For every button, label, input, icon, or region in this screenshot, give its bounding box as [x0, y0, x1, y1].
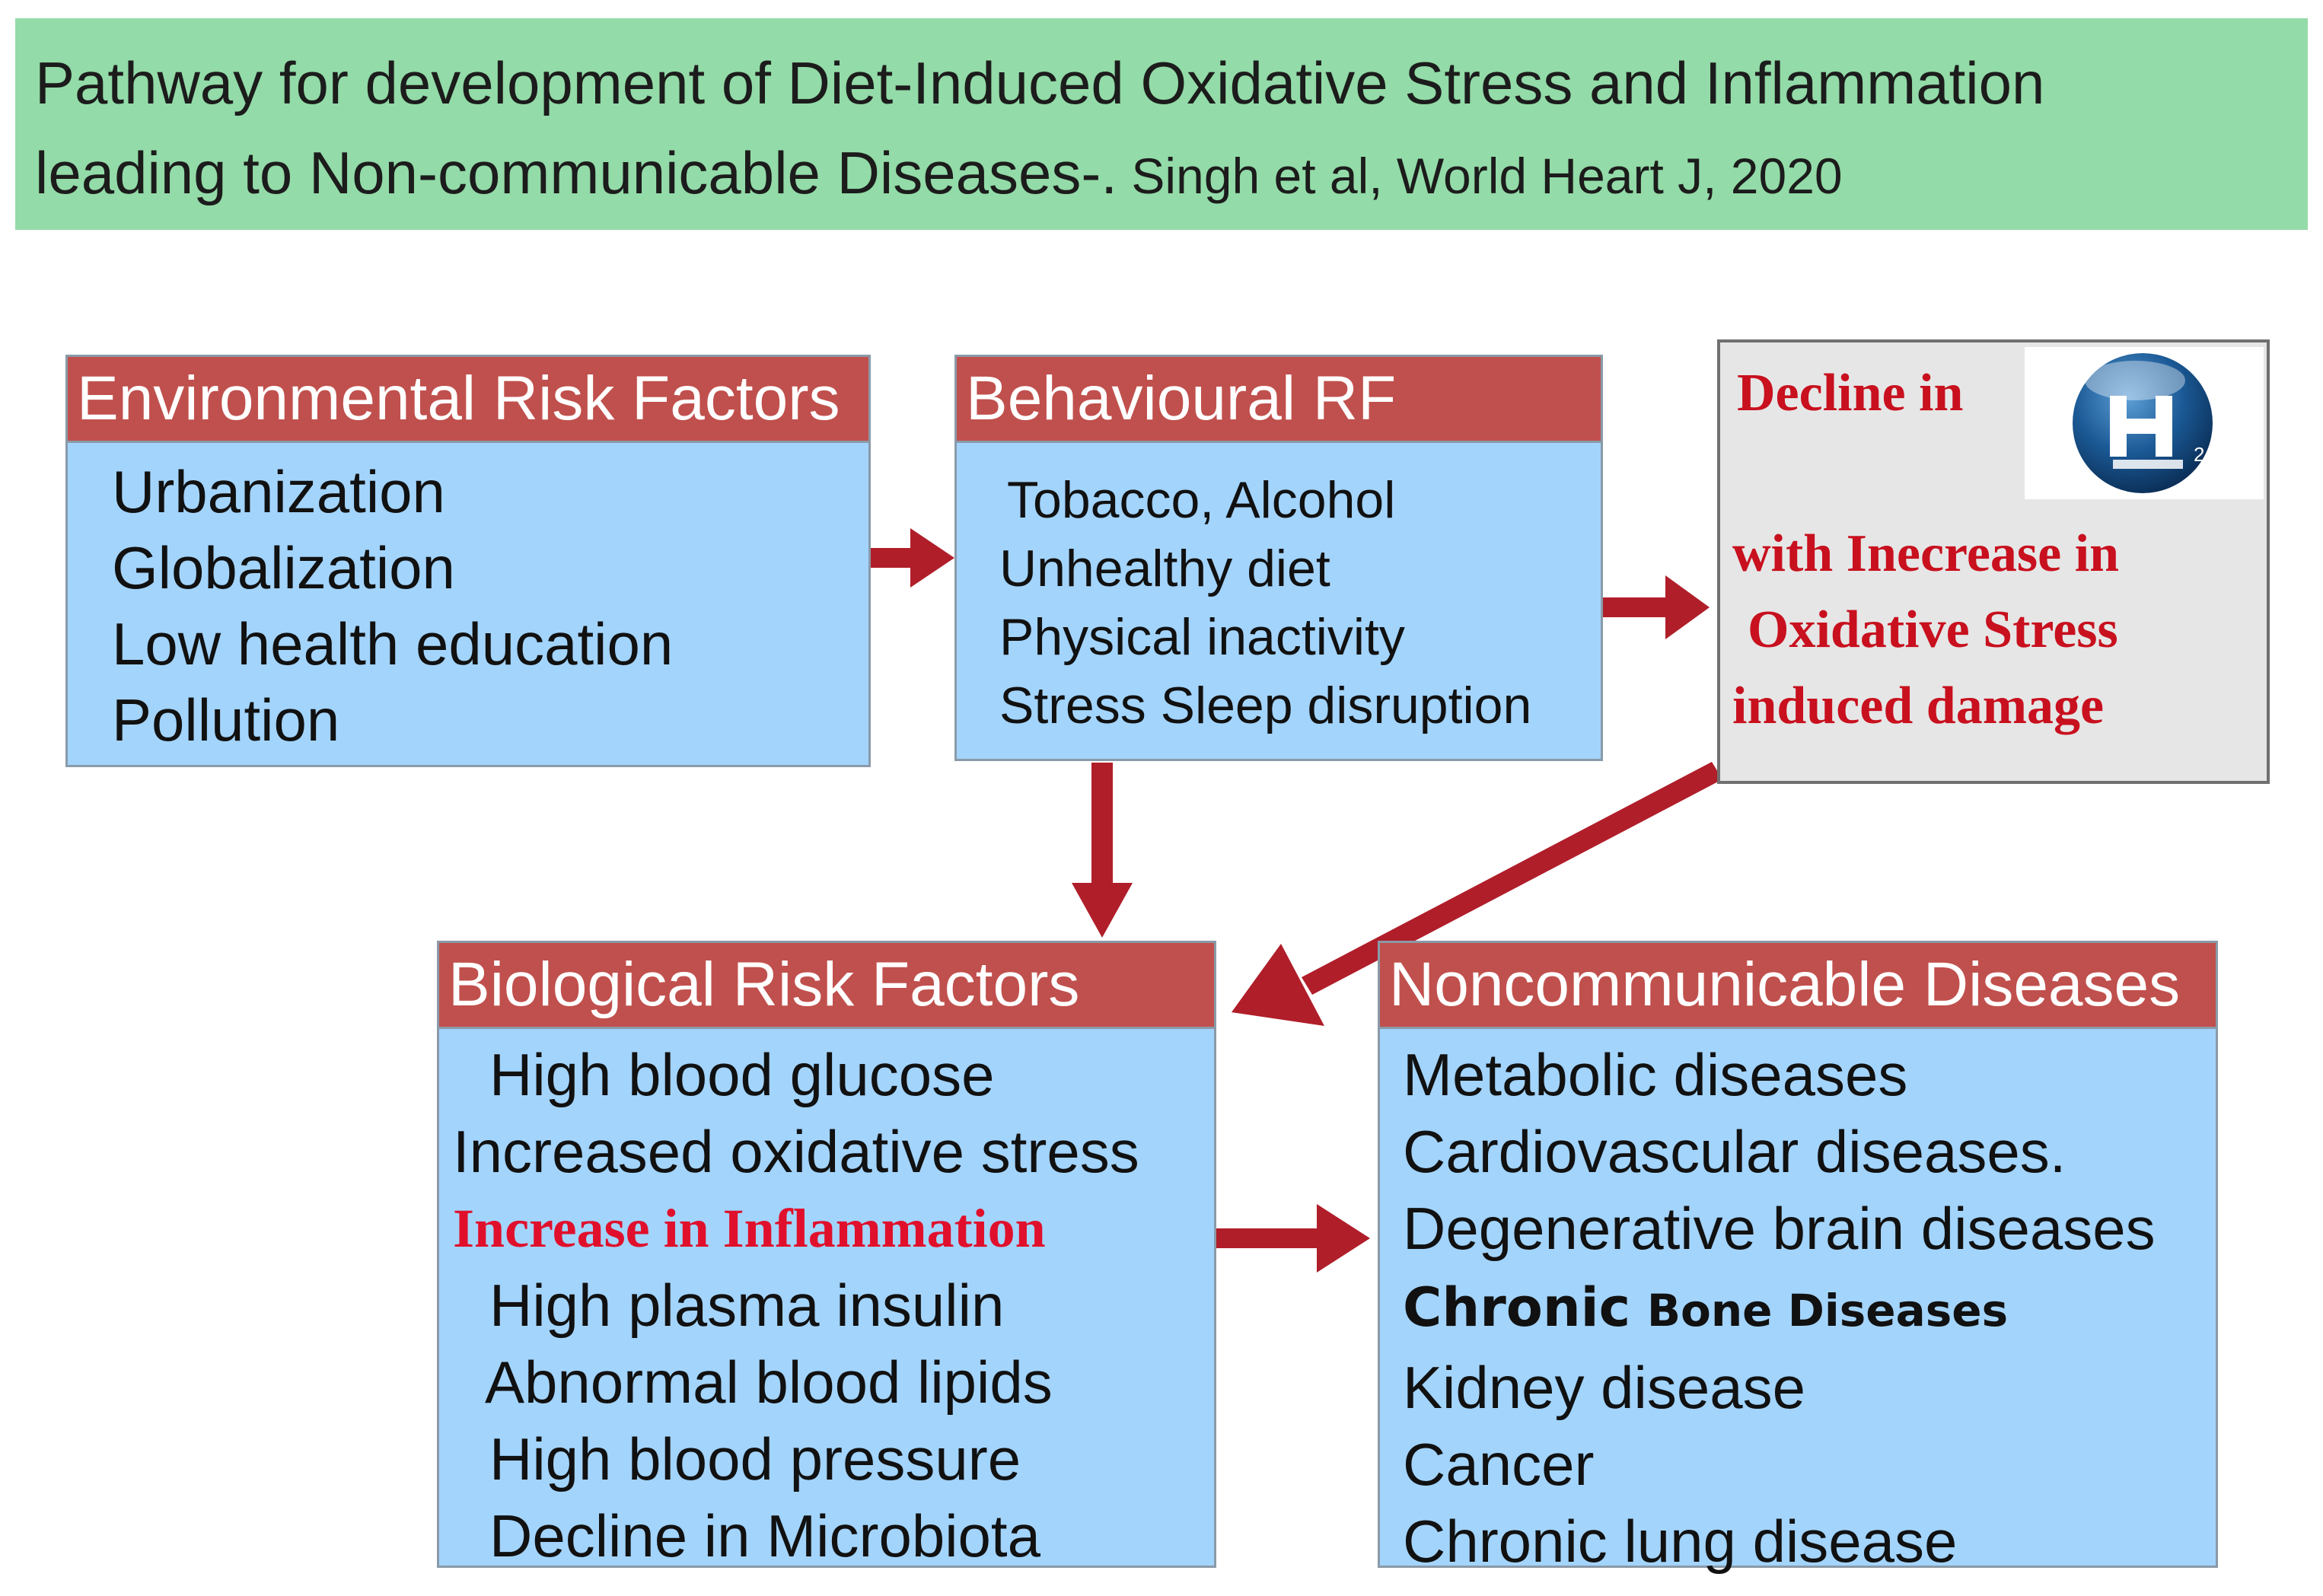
- list-item: Stress Sleep disruption: [999, 677, 1532, 734]
- environmental-risk-factors-box: Environmental Risk Factors Urbanization …: [65, 355, 871, 767]
- banner-title-text: leading to Non-communicable Diseases-.: [35, 139, 1118, 206]
- list-item: Decline in Microbiota: [489, 1502, 1040, 1569]
- oxidative-stress-box: Decline in 2 with Inecrease in Oxidative…: [1717, 339, 2270, 784]
- banner-title-line-2: leading to Non-communicable Diseases-. S…: [35, 128, 2288, 221]
- list-item: Degenerative brain diseases: [1403, 1195, 2156, 1262]
- arrow-biological-to-ncd: [1216, 1204, 1370, 1273]
- inflammation-highlight: Increase in Inflammation: [453, 1198, 1046, 1259]
- arrow-env-to-behavioural: [871, 528, 954, 588]
- banner-citation: Singh et al, World Heart J, 2020: [1117, 148, 1843, 204]
- environmental-risk-factors-header: Environmental Risk Factors: [68, 357, 868, 443]
- behavioural-rf-box: Behavioural RF Tobacco, Alcohol Unhealth…: [954, 355, 1603, 761]
- arrow-oxidative-to-biological: [1232, 762, 1722, 1026]
- list-item: Pollution: [112, 687, 340, 753]
- noncommunicable-diseases-header: Noncommunicable Diseases: [1380, 943, 2216, 1029]
- noncommunicable-diseases-box: Noncommunicable Diseases Metabolic disea…: [1378, 941, 2218, 1575]
- list-item: Unhealthy diet: [999, 540, 1330, 597]
- list-item: Tobacco, Alcohol: [1007, 471, 1396, 529]
- oxidative-line-3: induced damage: [1732, 677, 2105, 735]
- list-item: High blood glucose: [489, 1041, 995, 1108]
- list-item: Globalization: [112, 534, 455, 601]
- behavioural-rf-header: Behavioural RF: [957, 357, 1601, 443]
- list-item: Increased oxidative stress: [453, 1118, 1139, 1185]
- biological-risk-factors-header: Biological Risk Factors: [439, 943, 1214, 1029]
- list-item: High plasma insulin: [489, 1272, 1005, 1339]
- list-item: Physical inactivity: [999, 608, 1405, 666]
- hydrogen-molecule-tile: 2: [2025, 347, 2264, 499]
- decline-in-label: Decline in: [1737, 364, 1964, 422]
- chronic-bone-diseases-item: Chronic Bone Diseases: [1380, 1267, 2216, 1349]
- list-item: Metabolic diseases: [1403, 1041, 1908, 1108]
- list-item: Low health education: [112, 610, 674, 677]
- list-item: Urbanization: [112, 458, 445, 525]
- oxidative-line-1: with Inecrease in: [1732, 524, 2120, 583]
- list-item: Cardiovascular diseases.: [1403, 1118, 2066, 1185]
- arrow-behavioural-to-biological: [1072, 763, 1133, 938]
- list-item: Chronic lung disease: [1403, 1508, 1958, 1575]
- svg-text:2: 2: [2194, 443, 2204, 466]
- chronic-word: Chronic: [1403, 1276, 1631, 1339]
- arrow-behavioural-to-oxidative: [1603, 575, 1710, 639]
- biological-risk-factors-box: Biological Risk Factors High blood gluco…: [437, 941, 1216, 1569]
- list-item: High blood pressure: [489, 1426, 1021, 1492]
- oxidative-line-2: Oxidative Stress: [1748, 600, 2118, 659]
- list-item: Kidney disease: [1403, 1354, 1806, 1421]
- list-item: Abnormal blood lipids: [485, 1349, 1053, 1416]
- list-item: Cancer: [1403, 1431, 1595, 1498]
- title-banner: Pathway for development of Diet-Induced …: [15, 18, 2308, 230]
- hydrogen-h2-icon: 2: [2073, 353, 2213, 493]
- banner-title-line-1: Pathway for development of Diet-Induced …: [35, 49, 2045, 116]
- bone-diseases-words: Bone Diseases: [1646, 1285, 2009, 1336]
